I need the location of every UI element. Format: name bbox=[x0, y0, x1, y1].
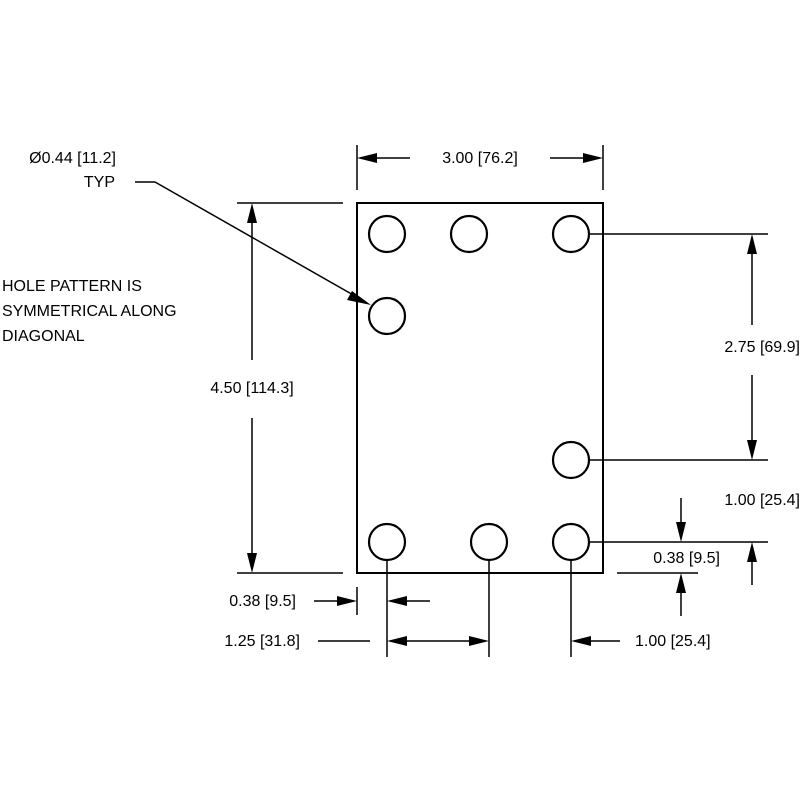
holes bbox=[367, 214, 591, 562]
dimension-bottom-right-offset: 1.00 [25.4] bbox=[570, 560, 711, 657]
hole-callout: Ø0.44 [11.2] TYP bbox=[29, 150, 371, 305]
symmetry-note: HOLE PATTERN IS SYMMETRICAL ALONG DIAGON… bbox=[2, 278, 177, 345]
overall-width-label: 3.00 [76.2] bbox=[442, 150, 518, 167]
dimension-right-hole-spacing: 2.75 [69.9] bbox=[589, 233, 800, 461]
dimension-left-edge-offset: 0.38 [9.5] bbox=[229, 560, 430, 657]
hole bbox=[367, 522, 407, 562]
hole-diameter-label: Ø0.44 [11.2] bbox=[29, 150, 116, 167]
dimension-right-edge-offset: 1.00 [25.4] bbox=[589, 492, 800, 585]
dimension-bottom-edge-offset-right: 0.38 [9.5] bbox=[653, 498, 720, 616]
bottom-hole-spacing-label: 1.25 [31.8] bbox=[224, 633, 300, 650]
dimension-overall-width: 3.00 [76.2] bbox=[356, 145, 604, 190]
dimension-overall-height: 4.50 [114.3] bbox=[210, 202, 343, 574]
note-line-1: HOLE PATTERN IS bbox=[2, 278, 142, 295]
hole bbox=[469, 522, 509, 562]
hole bbox=[551, 214, 591, 254]
bottom-right-offset-label: 1.00 [25.4] bbox=[635, 633, 711, 650]
bottom-edge-offset-right-label: 0.38 [9.5] bbox=[653, 550, 720, 567]
right-edge-offset-label: 1.00 [25.4] bbox=[724, 492, 800, 509]
hole bbox=[449, 214, 489, 254]
hole-typ-label: TYP bbox=[84, 174, 115, 191]
hole bbox=[551, 440, 591, 480]
dimension-bottom-hole-spacing: 1.25 [31.8] bbox=[224, 560, 490, 657]
overall-height-label: 4.50 [114.3] bbox=[210, 380, 293, 397]
hole bbox=[367, 296, 407, 336]
right-hole-spacing-label: 2.75 [69.9] bbox=[724, 339, 800, 356]
hole bbox=[551, 522, 591, 562]
left-edge-offset-label: 0.38 [9.5] bbox=[229, 593, 296, 610]
hole bbox=[367, 214, 407, 254]
note-line-3: DIAGONAL bbox=[2, 328, 85, 345]
plate-outline bbox=[356, 202, 604, 574]
note-line-2: SYMMETRICAL ALONG bbox=[2, 303, 177, 320]
